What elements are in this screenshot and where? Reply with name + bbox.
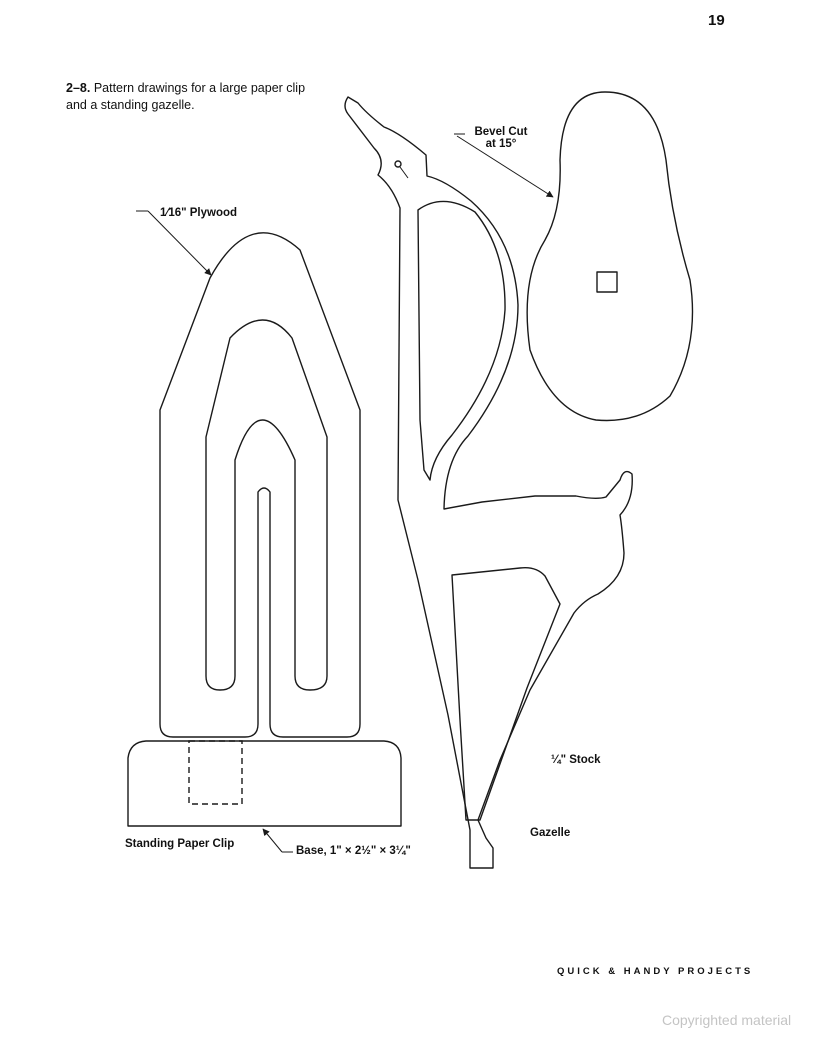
figure-caption: 2–8. Pattern drawings for a large paper … [66, 80, 316, 114]
standing-paper-clip-label: Standing Paper Clip [125, 838, 235, 850]
copyright-watermark: Copyrighted material [662, 1012, 792, 1028]
base-leader-arrow [262, 828, 283, 853]
gazelle-label: Gazelle [530, 827, 571, 839]
bevel-cut-label: Bevel Cut at 15° [469, 126, 533, 150]
stock-label: ¼" Stock [551, 754, 601, 766]
paper-clip-middle-loop [205, 319, 328, 691]
gazelle-neck-cutout [417, 200, 506, 481]
gazelle-leg-cutout [451, 566, 561, 821]
paper-clip-outer-outline [159, 232, 361, 738]
bevel-leader-arrow [456, 135, 554, 198]
gazelle-base-bevel [526, 91, 694, 422]
gazelle-eye [394, 160, 402, 168]
base-block [127, 740, 402, 827]
base-slot-dashed [188, 740, 243, 805]
gazelle-eye-line [399, 166, 409, 179]
page-number: 19 [708, 12, 725, 29]
footer-book-title: QUICK & HANDY PROJECTS [557, 966, 754, 977]
gazelle-base-square-hole [596, 271, 618, 293]
plywood-label: 1⁄16" Plywood [160, 207, 238, 219]
caption-text: Pattern drawings for a large paper clip … [66, 81, 306, 112]
gazelle-outline [344, 96, 633, 869]
figure-number: 2–8. [66, 81, 91, 95]
base-dimensions-label: Base, 1" × 2½" × 3¼" [296, 845, 411, 857]
bevel-cut-line2: at 15° [485, 138, 517, 150]
plywood-leader-arrow [147, 210, 212, 276]
bevel-cut-line1: Bevel Cut [474, 126, 528, 138]
